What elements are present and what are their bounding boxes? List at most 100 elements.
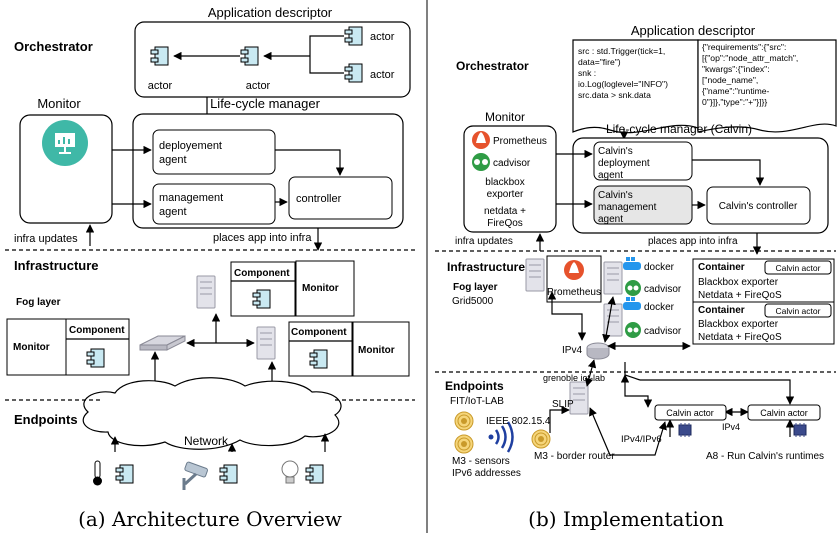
router-icon: [586, 342, 610, 360]
actor-label: actor: [370, 69, 395, 81]
deployment-agent-box: [152, 129, 276, 175]
blackbox-exporter-label: Blackbox exporter: [698, 319, 779, 330]
cadvisor-icon: [472, 153, 490, 171]
infra-updates-label: infra updates: [455, 236, 513, 247]
controller-label: Calvin's controller: [719, 201, 798, 212]
ipv4-ipv6-label: IPv4/IPv6: [621, 434, 662, 445]
calvin-actor-label: Calvin actor: [776, 263, 821, 273]
slip-label: SLIP: [552, 399, 574, 410]
actor-label: actor: [370, 31, 395, 43]
component-label: Component: [69, 325, 125, 336]
grid5000-label: Grid5000: [452, 296, 494, 307]
cadvisor-label: cadvisor: [493, 158, 531, 169]
endpoints-label: Endpoints: [445, 379, 504, 393]
component-icon: [115, 464, 134, 484]
code-line: ["node_name",: [702, 75, 758, 85]
code-document-right: {"requirements":{"src": [{"op":"node_att…: [697, 39, 837, 133]
monitor-label: Monitor: [358, 345, 395, 356]
management-agent-label: Calvin's: [598, 190, 633, 201]
calvin-actor-chip: [764, 260, 832, 275]
ipv4-label: IPv4: [562, 345, 582, 356]
sensor-node-icon: [454, 434, 474, 454]
actor-label: actor: [148, 80, 173, 92]
m3-border-router-label: M3 - border router: [534, 451, 615, 462]
netdata-fireqos-label: Netdata + FireQoS: [698, 332, 782, 343]
code-line: src.data > snk.data: [578, 90, 651, 100]
management-agent-label: management: [159, 192, 223, 204]
switch-icon: [139, 335, 186, 351]
code-line: {"requirements":{"src":: [702, 42, 786, 52]
orchestrator-label: Orchestrator: [456, 59, 529, 73]
deployment-agent-box: [593, 141, 693, 181]
calvin-actor-chip: [764, 303, 832, 318]
infra-updates-label: infra updates: [14, 233, 78, 245]
container-label: Container: [698, 305, 745, 316]
monitor-label: Monitor: [13, 342, 50, 353]
docker-icon: [623, 297, 641, 310]
endpoints-label: Endpoints: [14, 412, 78, 427]
server-icon: [196, 275, 216, 309]
thermometer-icon: [93, 460, 102, 486]
blackbox-label: exporter: [487, 189, 524, 200]
netdata-label: FireQos: [487, 218, 523, 229]
cadvisor-label: cadvisor: [644, 326, 682, 337]
server-icon: [525, 258, 545, 292]
container-label: Container: [698, 262, 745, 273]
monitor-label: Monitor: [485, 110, 525, 124]
actor-label: actor: [246, 80, 271, 92]
a8-label: A8 - Run Calvin's runtimes: [706, 451, 824, 462]
ieee-label: IEEE 802.15.4: [486, 416, 551, 427]
ipv4-label: IPv4: [722, 422, 740, 432]
monitor-box: [295, 260, 355, 317]
management-agent-box: [152, 183, 276, 225]
sensor-node-icon: [454, 411, 474, 431]
app-descriptor-box: [134, 21, 411, 98]
chip-icon: [678, 422, 692, 438]
controller-box: [706, 186, 811, 225]
code-line: io.Log(loglevel="INFO"): [578, 79, 668, 89]
blackbox-exporter-label: Blackbox exporter: [698, 277, 779, 288]
code-document-left: src : std.Trigger(tick=1, data="fire") s…: [572, 39, 699, 134]
docker-icon: [623, 257, 641, 270]
sensor-node-icon: [531, 429, 551, 449]
calvin-actor-label: Calvin actor: [760, 408, 808, 418]
deployment-agent-label: agent: [159, 154, 187, 166]
calvin-actor-chip: [747, 404, 821, 421]
calvin-actor-label: Calvin actor: [776, 306, 821, 316]
network-label: Network: [184, 434, 229, 448]
orchestrator-label: Orchestrator: [14, 39, 93, 54]
controller-label: controller: [296, 193, 342, 205]
component-icon: [219, 464, 238, 484]
monitor-box: [352, 321, 410, 377]
management-agent-label: agent: [598, 214, 623, 225]
monitor-label: Monitor: [302, 283, 339, 294]
places-app-label: places app into infra: [648, 236, 738, 247]
management-agent-label: agent: [159, 206, 187, 218]
infrastructure-label: Infrastructure: [447, 260, 525, 274]
code-line: data="fire"): [578, 57, 621, 67]
code-line: [{"op":"node_attr_match",: [702, 53, 798, 63]
security-camera-icon: [182, 461, 208, 490]
m3-sensors-label: IPv6 addresses: [452, 468, 521, 479]
app-descriptor-title: Application descriptor: [631, 23, 756, 38]
server-icon: [603, 261, 623, 295]
prometheus-label: Prometheus: [493, 136, 547, 147]
netdata-fireqos-label: Netdata + FireQoS: [698, 290, 782, 301]
docker-label: docker: [644, 262, 675, 273]
deployment-agent-label: deployment: [598, 158, 650, 169]
app-descriptor-title: Application descriptor: [208, 5, 333, 20]
code-line: 0"}]},"type":"+"}]}}: [702, 97, 767, 107]
deployment-agent-label: agent: [598, 170, 623, 181]
blackbox-label: blackbox: [485, 177, 524, 188]
component-icon: [305, 464, 324, 484]
panel-architecture: Orchestrator Application descriptor acto…: [5, 5, 415, 531]
monitor-screen-icon: [42, 120, 88, 166]
network-cloud-icon: [82, 377, 342, 450]
caption-a: (a) Architecture Overview: [78, 507, 342, 531]
panel-implementation: Orchestrator Application descriptor src …: [435, 23, 837, 531]
code-line: "kwargs":{"index":: [702, 64, 770, 74]
lightbulb-icon: [281, 460, 299, 484]
m3-sensors-label: M3 - sensors: [452, 456, 510, 467]
monitor-label: Monitor: [37, 96, 81, 111]
grenoble-label: grenoble iot-lab: [543, 373, 605, 383]
